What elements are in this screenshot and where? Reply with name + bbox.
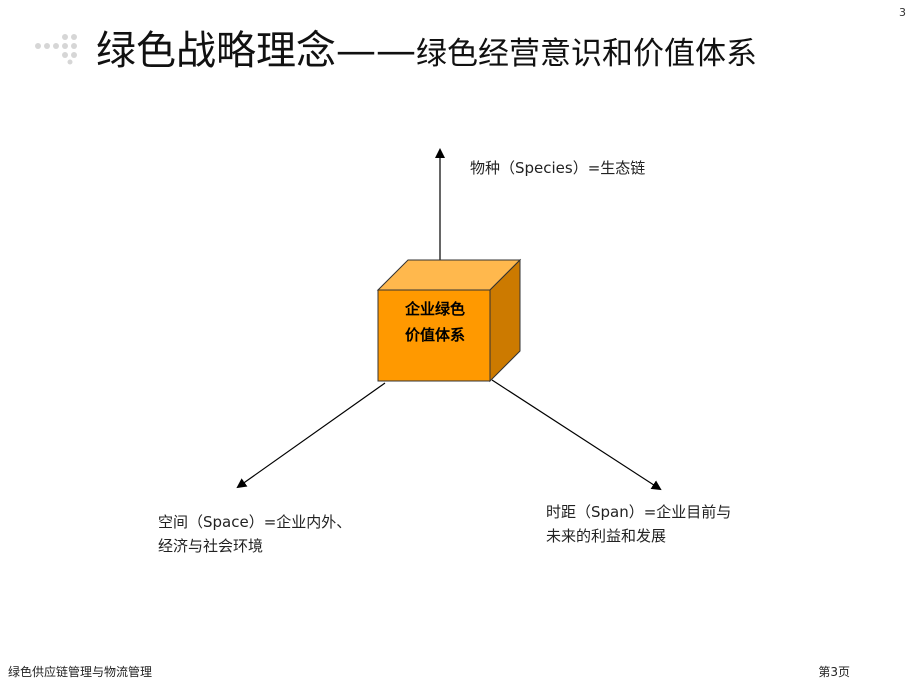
title-main: 绿色战略理念—— (96, 28, 416, 74)
label-space-line1: 空间（Space）=企业内外、 (158, 513, 352, 531)
cube-front-face (377, 289, 491, 382)
decorative-dots-icon (35, 34, 77, 65)
label-span-line2: 未来的利益和发展 (546, 527, 667, 545)
cube-label-line1: 企业绿色 (404, 300, 465, 318)
label-space-line2: 经济与社会环境 (158, 537, 264, 555)
label-space: 空间（Space）=企业内外、 经济与社会环境 (158, 510, 351, 558)
label-span-line1: 时距（Span）=企业目前与 (546, 503, 732, 521)
cube-label: 企业绿色 价值体系 (382, 296, 488, 348)
label-species: 物种（Species）=生态链 (470, 159, 646, 177)
footer-title: 绿色供应链管理与物流管理 (8, 665, 153, 679)
arrow-down-right (491, 379, 662, 491)
label-span: 时距（Span）=企业目前与 未来的利益和发展 (546, 500, 731, 548)
title-sub: 绿色经营意识和价值体系 (416, 36, 757, 72)
cube-label-line2: 价值体系 (404, 326, 465, 344)
page-number: 3 (899, 6, 906, 19)
arrow-down-left (236, 382, 386, 489)
footer-page: 第3页 (818, 665, 850, 679)
decorative-dotted-bar (20, 78, 880, 94)
slide-title: 绿色战略理念——绿色经营意识和价值体系 (96, 18, 757, 76)
